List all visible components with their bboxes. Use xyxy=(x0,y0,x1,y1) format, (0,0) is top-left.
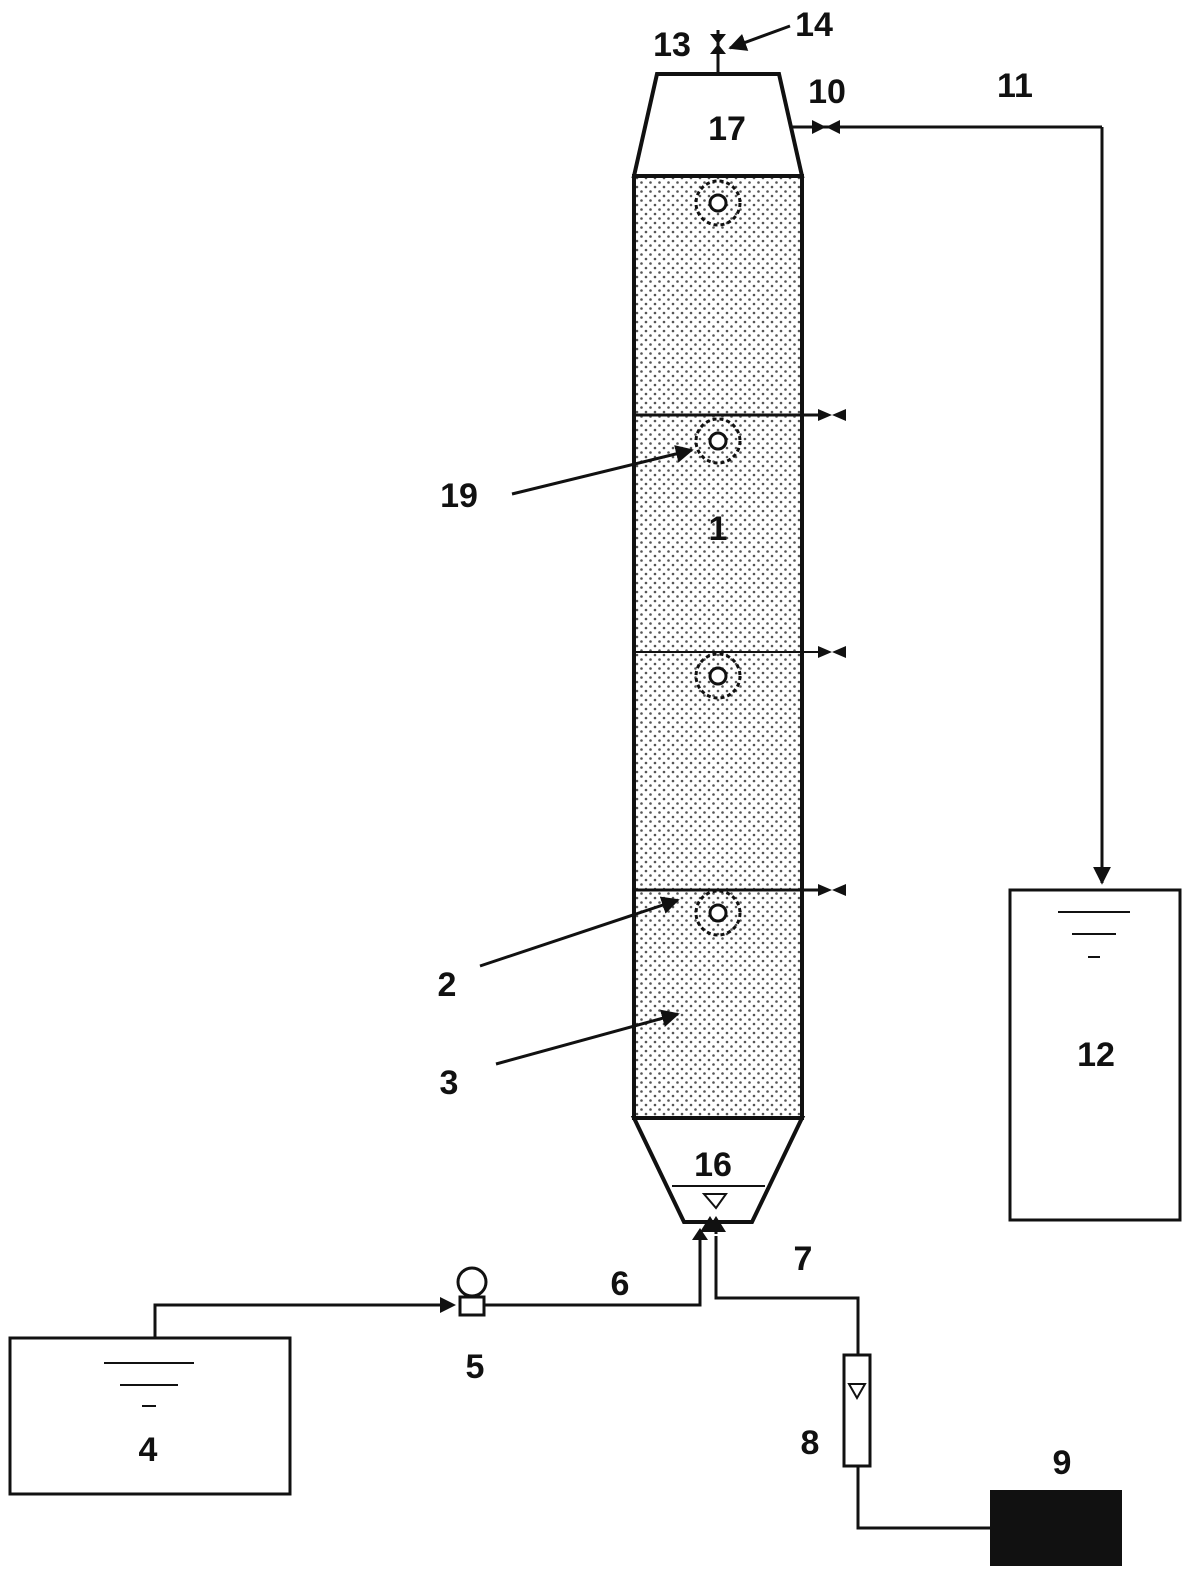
gas-line-7 xyxy=(714,1236,990,1530)
label-14: 14 xyxy=(795,6,833,44)
label-10: 10 xyxy=(808,73,846,111)
label-5: 5 xyxy=(466,1348,485,1386)
effluent-pipe-11 xyxy=(790,120,1111,885)
carrier-ball-3 xyxy=(694,652,742,700)
sampling-port-lower xyxy=(634,884,846,896)
label-9: 9 xyxy=(1053,1444,1072,1482)
flowmeter-8 xyxy=(842,1353,872,1468)
label-19: 19 xyxy=(440,477,478,515)
carrier-ball-1 xyxy=(694,179,742,227)
gas-outlet-valve-13 xyxy=(710,30,726,74)
feed-pipe-6 xyxy=(153,1228,708,1338)
inlet-fitting xyxy=(700,1216,726,1234)
reactor-column xyxy=(630,72,806,1224)
leader-2 xyxy=(479,896,680,968)
label-11: 11 xyxy=(997,67,1033,105)
pump-5 xyxy=(456,1266,488,1317)
effluent-tank-12 xyxy=(1008,888,1182,1222)
label-2: 2 xyxy=(438,966,457,1004)
label-12: 12 xyxy=(1077,1036,1115,1074)
carrier-ball-4 xyxy=(694,889,742,937)
leader-14 xyxy=(728,24,791,51)
sampling-port-upper xyxy=(634,409,846,421)
label-17: 17 xyxy=(708,110,746,148)
sampling-port-middle xyxy=(634,646,846,658)
gas-source-9 xyxy=(990,1490,1122,1566)
label-7: 7 xyxy=(794,1240,813,1278)
label-4: 4 xyxy=(139,1431,158,1469)
label-16: 16 xyxy=(694,1146,732,1184)
label-8: 8 xyxy=(801,1424,820,1462)
label-3: 3 xyxy=(440,1064,459,1102)
feed-tank-4 xyxy=(8,1336,292,1496)
leader-19 xyxy=(511,445,694,496)
bottom-cone-16 xyxy=(630,1116,806,1224)
carrier-ball-2 xyxy=(694,417,742,465)
label-1: 1 xyxy=(709,510,728,548)
top-cap-17 xyxy=(631,72,805,178)
label-13: 13 xyxy=(653,26,691,64)
label-6: 6 xyxy=(611,1265,630,1303)
valve-10 xyxy=(812,120,840,134)
leader-3 xyxy=(495,1009,680,1066)
